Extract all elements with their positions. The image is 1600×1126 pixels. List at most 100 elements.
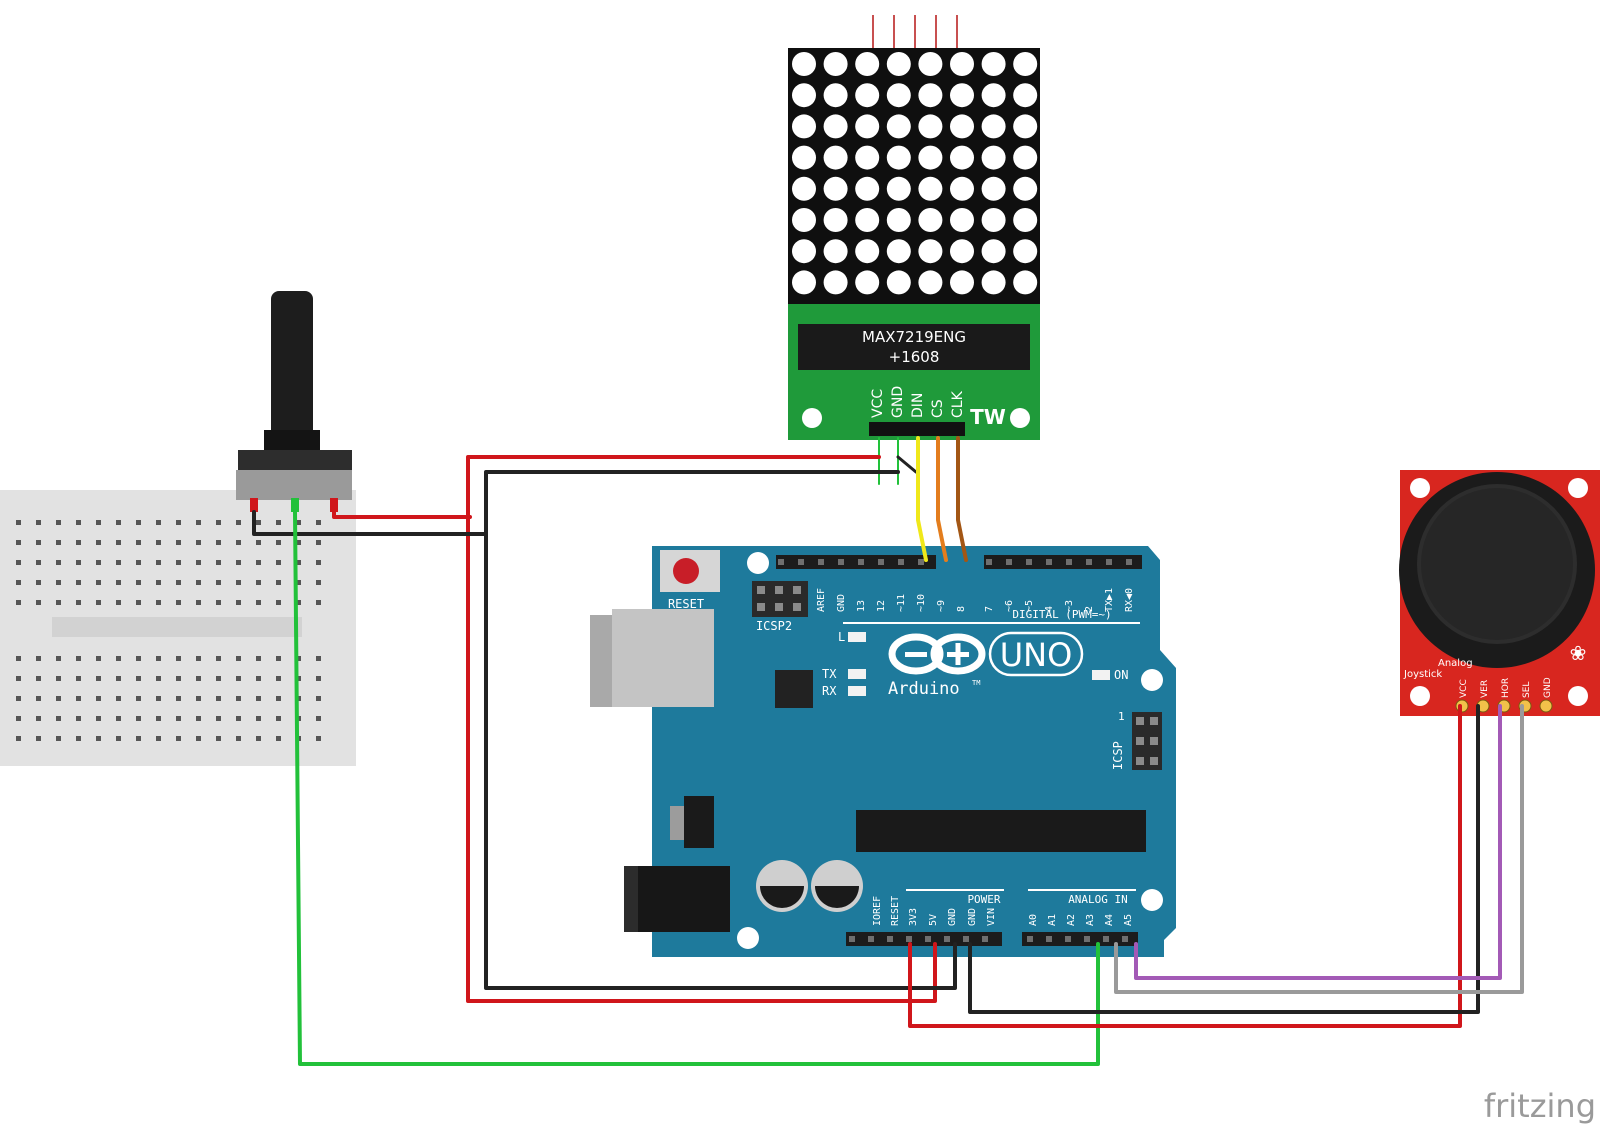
power-jack-edge [624, 866, 638, 932]
breadboard-hole [256, 520, 261, 525]
analog-pin-label: A3 [1085, 914, 1096, 926]
header-hole [1126, 559, 1132, 565]
matrix-pin-label: VCC [870, 389, 886, 418]
header-hole [918, 559, 924, 565]
led-dot [855, 83, 880, 108]
led-dot [886, 83, 911, 108]
breadboard-hole [76, 580, 81, 585]
header-hole [887, 936, 893, 942]
breadboard-hole [316, 520, 321, 525]
analog-pin-label: A4 [1104, 914, 1115, 926]
mount-hole-3 [1141, 889, 1163, 911]
header-hole [1006, 559, 1012, 565]
digital-pin-label: ~3 [1064, 600, 1075, 612]
mount-hole-2 [1141, 669, 1163, 691]
led-dot [823, 239, 848, 264]
breadboard-hole [196, 540, 201, 545]
led-dot [918, 208, 943, 232]
breadboard-channel [52, 617, 302, 637]
breadboard-hole [16, 676, 21, 681]
breadboard-hole [136, 676, 141, 681]
led-dot [823, 208, 848, 232]
breadboard-hole [276, 656, 281, 661]
led-dot [950, 176, 974, 201]
wire-matrix-vcc-5v [466, 455, 937, 1003]
breadboard-hole [56, 656, 61, 661]
breadboard-hole [236, 716, 241, 721]
uno-label: UNO [1000, 636, 1073, 674]
breadboard-hole [56, 600, 61, 605]
breadboard-hole [296, 580, 301, 585]
breadboard-hole [96, 560, 101, 565]
breadboard-hole [156, 560, 161, 565]
breadboard-hole [316, 716, 321, 721]
joystick-pin-label: HOR [1501, 678, 1511, 698]
breadboard-hole [116, 736, 121, 741]
led-dot [855, 270, 880, 295]
joystick-pin-label: GND [1543, 677, 1553, 698]
led-dot [855, 208, 880, 232]
header-hole [868, 936, 874, 942]
breadboard-hole [116, 560, 121, 565]
breadboard-hole [216, 676, 221, 681]
breadboard-hole [116, 676, 121, 681]
breadboard-hole [236, 676, 241, 681]
breadboard-hole [36, 716, 41, 721]
digital-pin-label: ~10 [916, 594, 927, 612]
breadboard-hole [276, 676, 281, 681]
led-dot [918, 83, 943, 108]
breadboard-hole [176, 716, 181, 721]
breadboard-hole [96, 580, 101, 585]
breadboard-hole [196, 600, 201, 605]
led-dot [886, 145, 911, 170]
breadboard-hole [276, 716, 281, 721]
header-hole [818, 559, 824, 565]
led-dot [823, 270, 848, 295]
joystick-pin-label: VCC [1459, 679, 1469, 698]
capacitor-1 [756, 860, 808, 912]
header-hole [925, 936, 931, 942]
breadboard-hole [16, 736, 21, 741]
breadboard-hole [196, 580, 201, 585]
power-header [846, 932, 1002, 946]
wire-joystick-vcc [908, 704, 1462, 1028]
breadboard-hole [236, 696, 241, 701]
breadboard-hole [136, 656, 141, 661]
max7219-chip [798, 324, 1030, 370]
breadboard-hole [156, 520, 161, 525]
arduino-board [652, 546, 1176, 957]
analog-pin-label: A0 [1028, 914, 1039, 926]
breadboard-hole [56, 736, 61, 741]
breadboard-hole [196, 736, 201, 741]
led-dot [823, 83, 848, 108]
breadboard-hole [216, 656, 221, 661]
digital-pin-label: AREF [816, 588, 827, 612]
breadboard-hole [116, 656, 121, 661]
led-dot [950, 83, 974, 108]
analog-pin-label: A5 [1123, 914, 1134, 926]
breadboard-hole [16, 560, 21, 565]
voltage-regulator [684, 796, 714, 848]
breadboard-hole [256, 716, 261, 721]
led-dot [1013, 145, 1038, 170]
led-dot [886, 114, 911, 139]
breadboard-hole [136, 696, 141, 701]
wire-cs [936, 436, 948, 562]
breadboard-hole [116, 696, 121, 701]
led-dot [886, 176, 911, 201]
led-dot [918, 114, 943, 139]
breadboard-hole [196, 676, 201, 681]
power-jack [624, 866, 730, 932]
chip-label-line2: +1608 [889, 348, 940, 366]
led-on-label: ON [1114, 668, 1128, 682]
usb-connector-top [612, 609, 714, 707]
led-matrix-dots [792, 52, 1038, 295]
bottom-pin-holes [849, 936, 1128, 942]
power-pin-label: VIN [986, 908, 997, 926]
breadboard-hole [136, 600, 141, 605]
header-hole [1065, 936, 1071, 942]
header-hole [1046, 936, 1052, 942]
led-dot [1013, 239, 1038, 264]
breadboard-holes [16, 520, 321, 741]
wire-pot-vcc [332, 510, 472, 519]
